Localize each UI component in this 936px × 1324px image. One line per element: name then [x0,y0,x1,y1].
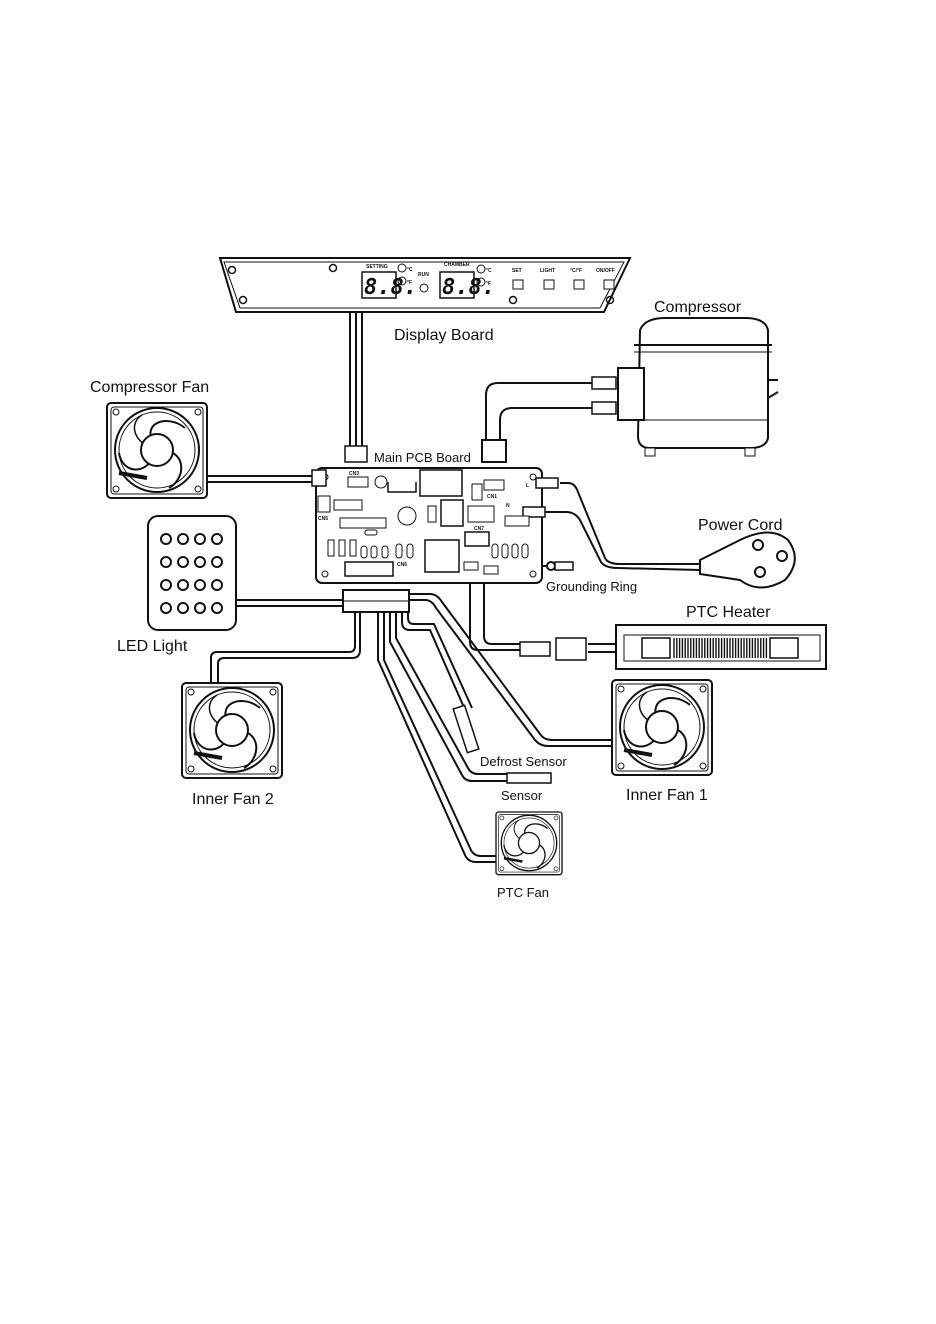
unit-toggle-label: °C/°F [570,268,582,274]
defrost-sensor [453,705,479,752]
setting-digits: 8.8. [364,275,417,300]
compressor [482,318,778,462]
ptc-heater [520,625,826,669]
grounding-ring-label: Grounding Ring [546,579,637,594]
led-bulb-icon [195,603,205,613]
ptc-fan [496,812,562,875]
set-label: SET [512,268,522,274]
neutral-terminal-label: N [506,503,510,509]
chamber-fahrenheit-label: °F [486,281,491,287]
fahrenheit-label: °F [407,280,412,286]
led-bulb-icon [178,603,188,613]
led-light-label: LED Light [117,638,188,655]
unit-toggle-button[interactable] [574,280,584,289]
run-label: RUN [418,272,429,278]
ptc-fan-label: PTC Fan [497,885,549,900]
live-terminal-label: L [526,483,529,489]
led-bulb-icon [178,534,188,544]
led-bulb-icon [212,534,222,544]
inner-fan-1 [612,680,712,775]
led-bulb-icon [195,557,205,567]
led-bulb-icon [178,557,188,567]
compressor-fan [107,403,207,498]
display-board: SETTING 8.8. °C °F RUN CHAMBER 8.8. °C °… [220,258,630,312]
compressor-fan-label: Compressor Fan [90,379,209,396]
celsius-label: °C [407,267,413,273]
light-button[interactable] [544,280,554,289]
led-bulb-icon [212,603,222,613]
on-off-label: ON/OFF [596,268,615,274]
cn3-label: CN3 [349,471,359,477]
led-bulb-icon [161,534,171,544]
cn7-label: CN7 [474,526,484,532]
chamber-digits: 8.8. [442,275,495,300]
chamber-celsius-label: °C [486,268,492,274]
led-bulb-icon [195,534,205,544]
sensor [507,773,551,783]
led-bulb-icon [161,603,171,613]
led-bulb-icon [161,580,171,590]
sensor-label: Sensor [501,788,543,803]
led-bulb-icon [212,580,222,590]
main-pcb-board: CN3 CN1 L N CN5 CN7 [312,446,558,612]
power-button[interactable] [604,280,614,289]
cn1-label: CN1 [487,494,497,500]
set-button[interactable] [513,280,523,289]
display-board-label: Display Board [394,327,494,344]
led-bulb-icon [178,580,188,590]
power-cord [700,533,795,588]
grounding-ring [547,562,573,570]
main-pcb-board-label: Main PCB Board [374,450,471,465]
compressor-label: Compressor [654,299,742,316]
inner-fan-1-label: Inner Fan 1 [626,787,708,804]
inner-fan-2 [182,683,282,778]
cn6-label: CN6 [397,562,407,568]
ptc-heater-label: PTC Heater [686,604,771,621]
light-label: LIGHT [540,268,555,274]
defrost-sensor-label: Defrost Sensor [480,754,567,769]
chamber-label: CHAMBER [444,262,470,268]
power-cord-label: Power Cord [698,517,782,534]
inner-fan-2-label: Inner Fan 2 [192,791,274,808]
led-light [148,516,236,630]
led-bulb-icon [161,557,171,567]
led-bulb-icon [195,580,205,590]
setting-label: SETTING [366,264,388,270]
cn5-label: CN5 [318,516,328,522]
led-bulb-icon [212,557,222,567]
